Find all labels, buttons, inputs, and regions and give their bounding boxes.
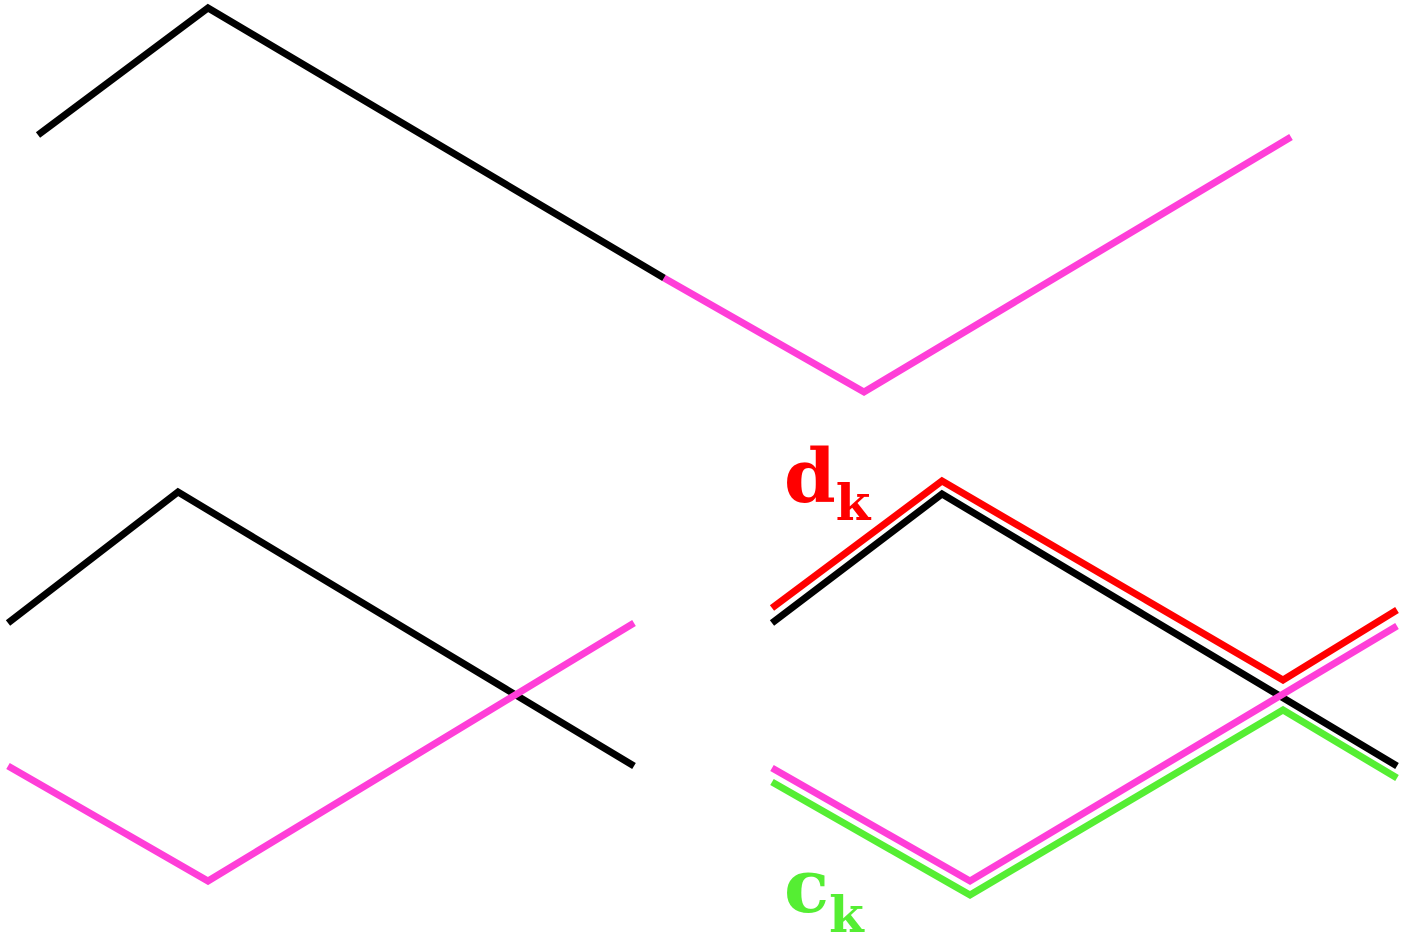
top-curve-magenta-part [662, 133, 1293, 397]
green-envelope-curve [770, 705, 1399, 900]
label-c-main: c [784, 844, 829, 930]
red-envelope-curve [769, 476, 1399, 685]
bottom-right-magenta-curve [770, 622, 1399, 886]
bottom-left-black-curve [5, 487, 636, 770]
bottom-left-magenta-curve [6, 620, 636, 886]
bottom-left-curves [5, 487, 636, 886]
label-d-subscript: k [836, 473, 872, 532]
bottom-right-black-curve [769, 489, 1399, 770]
label-c-k: ck [784, 844, 865, 941]
label-d-k: dk [784, 434, 872, 532]
bottom-right-curves [769, 476, 1399, 900]
top-curve-black-part [35, 3, 666, 282]
label-c-subscript: k [829, 885, 865, 941]
label-d-main: d [784, 434, 836, 520]
top-curve [35, 3, 1293, 397]
